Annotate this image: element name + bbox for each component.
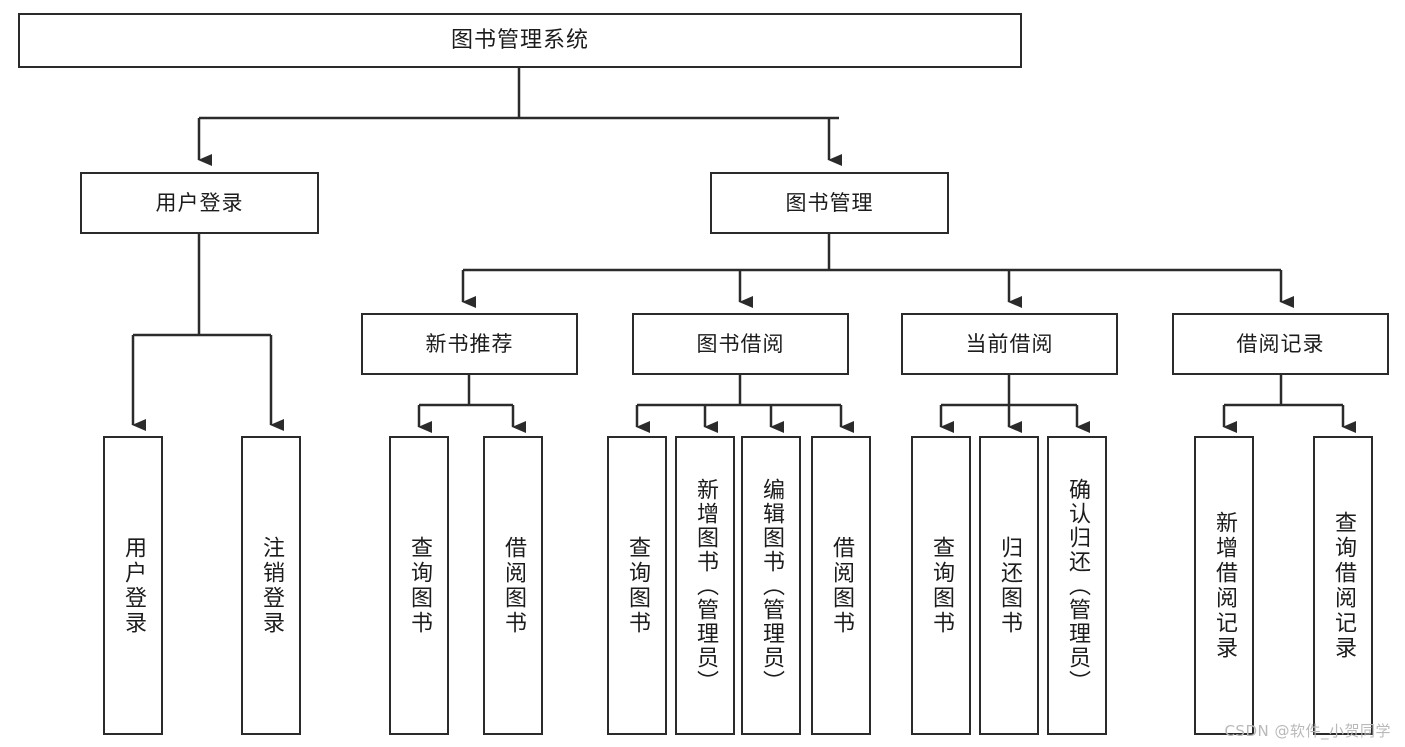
node-label: 新书推荐 <box>425 331 514 356</box>
node-label: 图书管理系统 <box>450 27 589 53</box>
leaf-current-borrow-return-book[interactable]: 归还图书 <box>979 436 1039 735</box>
node-label: 当前借阅 <box>965 331 1054 356</box>
leaf-new-book-query-book[interactable]: 查询图书 <box>389 436 449 735</box>
node-label: 归还图书 <box>996 535 1022 636</box>
leaf-current-borrow-confirm-return-admin[interactable]: 确认归还（管理员） <box>1047 436 1107 735</box>
watermark: CSDN @软件_小贺同学 <box>1224 722 1391 740</box>
node-label: 用户登录 <box>120 535 146 636</box>
node-current-borrow[interactable]: 当前借阅 <box>901 313 1118 375</box>
node-label: 编辑图书（管理员） <box>758 477 784 694</box>
node-label: 借阅图书 <box>500 535 526 636</box>
node-label: 确认归还（管理员） <box>1064 477 1090 694</box>
leaf-borrow-record-query-record[interactable]: 查询借阅记录 <box>1313 436 1373 735</box>
node-label: 借阅图书 <box>828 535 854 636</box>
node-book-borrow[interactable]: 图书借阅 <box>632 313 849 375</box>
leaf-borrow-record-add-record[interactable]: 新增借阅记录 <box>1194 436 1254 735</box>
node-label: 图书借阅 <box>696 331 785 356</box>
node-label: 查询图书 <box>928 535 954 636</box>
node-user-login[interactable]: 用户登录 <box>80 172 319 234</box>
leaf-current-borrow-query-book[interactable]: 查询图书 <box>911 436 971 735</box>
node-borrow-record[interactable]: 借阅记录 <box>1172 313 1389 375</box>
node-label: 用户登录 <box>155 190 244 215</box>
node-book-management[interactable]: 图书管理 <box>710 172 949 234</box>
node-new-book-recommend[interactable]: 新书推荐 <box>361 313 578 375</box>
node-label: 新增图书（管理员） <box>692 477 718 694</box>
leaf-book-borrow-query-book[interactable]: 查询图书 <box>607 436 667 735</box>
leaf-book-borrow-edit-book-admin[interactable]: 编辑图书（管理员） <box>741 436 801 735</box>
leaf-user-login-logout[interactable]: 注销登录 <box>241 436 301 735</box>
node-label: 借阅记录 <box>1236 331 1325 356</box>
node-label: 图书管理 <box>785 190 874 215</box>
leaf-new-book-borrow-book[interactable]: 借阅图书 <box>483 436 543 735</box>
leaf-book-borrow-add-book-admin[interactable]: 新增图书（管理员） <box>675 436 735 735</box>
node-label: 新增借阅记录 <box>1211 510 1237 661</box>
leaf-user-login-login[interactable]: 用户登录 <box>103 436 163 735</box>
node-root-book-management-system[interactable]: 图书管理系统 <box>18 13 1022 68</box>
leaf-book-borrow-borrow-book[interactable]: 借阅图书 <box>811 436 871 735</box>
node-label: 查询借阅记录 <box>1330 510 1356 661</box>
node-label: 查询图书 <box>406 535 432 636</box>
node-label: 注销登录 <box>258 535 284 636</box>
node-label: 查询图书 <box>624 535 650 636</box>
